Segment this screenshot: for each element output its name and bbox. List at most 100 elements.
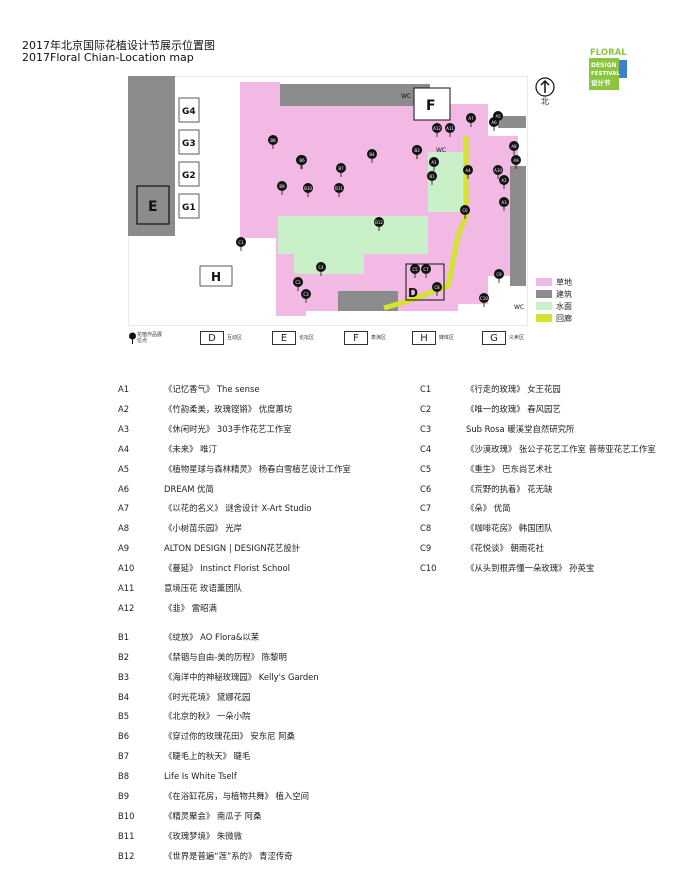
pin-c9: C9 bbox=[494, 269, 504, 283]
exhibitor-code: C2 bbox=[420, 403, 432, 414]
pin-label: A7 bbox=[468, 116, 474, 121]
pin-label: C10 bbox=[480, 296, 488, 301]
exhibitor-code: B1 bbox=[118, 631, 130, 642]
exhibitor-code: B8 bbox=[118, 771, 130, 782]
exhibitor-desc: ALTON DESIGN | DESIGN花艺設計 bbox=[164, 543, 301, 554]
zone-wc-label: WC bbox=[514, 304, 524, 311]
exhibitor-desc: 《未来》 唯汀 bbox=[164, 443, 217, 454]
exhibitor-code: A2 bbox=[118, 403, 130, 414]
legend-pin: 花植作品展位点 bbox=[128, 330, 165, 346]
exhibitor-row: B4《时光花境》 黛娜花园 bbox=[118, 691, 418, 703]
exhibitor-desc: 《休闲时光》 303手作花艺工作室 bbox=[164, 423, 292, 434]
exhibitor-desc: 意境压花 玫语薰团队 bbox=[164, 583, 243, 593]
pin-label: C7 bbox=[423, 267, 429, 272]
pin-label: C8 bbox=[434, 285, 440, 290]
exhibitor-row: C9 《花悦谈》 朝雨花社 bbox=[420, 542, 690, 554]
pin-label: B8 bbox=[270, 138, 276, 143]
exhibitor-row: C7 《朵》 优简 bbox=[420, 502, 690, 514]
pin-label: C5 bbox=[412, 267, 418, 272]
exhibitor-code: C9 bbox=[420, 543, 432, 554]
exhibitor-row: A4《未来》 唯汀 bbox=[118, 443, 418, 455]
exhibitor-desc: 《植物星球与森林精灵》 杨春白雪植艺设计工作室 bbox=[164, 463, 351, 474]
exhibitor-code: A12 bbox=[118, 602, 135, 613]
exhibitor-code: B2 bbox=[118, 651, 130, 662]
pin-c8: C8 bbox=[432, 282, 442, 296]
exhibitor-code: C6 bbox=[420, 483, 432, 494]
exhibitor-code: B12 bbox=[118, 850, 135, 861]
exhibitor-desc: 《竹韵柔美，玫瑰铿锵》 优度蕙坊 bbox=[164, 403, 293, 414]
exhibitor-row: A10《蔓延》 Instinct Florist School bbox=[118, 562, 418, 574]
exhibitor-row: A1《记忆香气》 The sense bbox=[118, 383, 418, 395]
exhibitor-code: C5 bbox=[420, 463, 432, 474]
exhibitor-code: B11 bbox=[118, 830, 135, 841]
exhibitor-row: B6 《穿过你的玫瑰花田》 安东尼 阿桑 bbox=[118, 730, 418, 742]
exhibitor-desc: 《穿过你的玫瑰花田》 安东尼 阿桑 bbox=[164, 731, 295, 742]
zone-h-label: H bbox=[211, 270, 221, 284]
exhibitor-code: A8 bbox=[118, 523, 130, 534]
zone-wc-label: WC bbox=[436, 147, 446, 154]
exhibitor-code: A9 bbox=[118, 543, 130, 554]
logo-line-3: FESTIVAL bbox=[591, 71, 620, 77]
pin-a3: A3 bbox=[499, 197, 509, 211]
exhibitor-desc: 《精灵聚会》 南瓜子 阿桑 bbox=[164, 810, 262, 821]
exhibitor-desc: Life Is White Tself bbox=[164, 771, 237, 782]
logo-line-2: DESIGN bbox=[591, 62, 617, 69]
pin-label: B12 bbox=[375, 220, 383, 225]
exhibitor-desc: 《朵》 优简 bbox=[466, 503, 511, 514]
exhibitor-code: C8 bbox=[420, 523, 432, 534]
pin-b6: B6 bbox=[297, 155, 307, 169]
pin-label: A3 bbox=[501, 200, 507, 205]
pin-label: A8 bbox=[511, 144, 517, 149]
pin-label: A2 bbox=[501, 178, 507, 183]
exhibitor-code: B5 bbox=[118, 711, 130, 722]
exhibitor-desc: 《从头到根弄懂一朵玫瑰》 孙英宝 bbox=[466, 563, 595, 574]
pin-label: B7 bbox=[338, 166, 344, 171]
exhibitor-code: B6 bbox=[118, 731, 130, 742]
exhibitor-desc: 《玫瑰梦境》 朱微微 bbox=[164, 830, 243, 841]
exhibitor-desc: 《沙漠玫瑰》 张公子花艺工作室 普蒂亚花艺工作室 bbox=[466, 443, 656, 454]
exhibitor-desc: 《花悦谈》 朝雨花社 bbox=[466, 543, 545, 554]
pin-label: A6 bbox=[491, 120, 497, 125]
pin-label: C1 bbox=[238, 240, 244, 245]
pin-label: B6 bbox=[299, 158, 305, 163]
title-cn: 2017年北京国际花植设计节展示位置图 bbox=[22, 39, 215, 52]
pin-c10: C10 bbox=[479, 293, 489, 307]
legend-building: 建筑 bbox=[536, 288, 572, 300]
pin-label: B1 bbox=[429, 174, 435, 179]
exhibitor-row: C2《唯一的玫瑰》 春风园艺 bbox=[420, 403, 690, 415]
exhibitor-desc: 《以花的名义》 谜舍设计 X-Art Studio bbox=[164, 503, 312, 514]
exhibitor-code: A6 bbox=[118, 483, 130, 494]
exhibitor-code: B9 bbox=[118, 791, 130, 801]
pin-b9: B9 bbox=[277, 181, 287, 195]
zone-d-label: D bbox=[408, 286, 418, 300]
pin-b4: B4 bbox=[367, 149, 377, 163]
zone-g1-label: G1 bbox=[182, 203, 196, 213]
exhibitor-code: B4 bbox=[118, 691, 130, 702]
pin-c2: C2 bbox=[293, 277, 303, 291]
exhibitor-code: A1 bbox=[118, 384, 130, 394]
pin-a10: A10 bbox=[493, 165, 503, 179]
pin-label: A5 bbox=[495, 114, 501, 119]
exhibitor-desc: 《北京的秋》 一朵小院 bbox=[164, 711, 251, 722]
exhibitor-desc: 《禁锢与自由-美的历程》 陈黎明 bbox=[164, 651, 287, 662]
exhibitor-desc: 《蔓延》 Instinct Florist School bbox=[164, 563, 290, 574]
north-arrow: 北 bbox=[534, 76, 556, 110]
pin-c6: C6 bbox=[460, 205, 470, 219]
pin-b12: B12 bbox=[374, 217, 384, 231]
page-title: 2017年北京国际花植设计节展示位置图 2017Floral Chian-Loc… bbox=[22, 40, 215, 64]
exhibitor-desc: 《行走的玫瑰》 女王花园 bbox=[466, 384, 561, 394]
pin-label: B10 bbox=[304, 186, 312, 191]
exhibitor-code: C7 bbox=[420, 503, 432, 514]
pin-label: A12 bbox=[433, 126, 441, 131]
exhibitor-row: A9 ALTON DESIGN | DESIGN花艺設計 bbox=[118, 542, 418, 554]
exhibit-pins: A1A2A3A4A5A6A7A8A9A10A11A12B1B2B3B4B5B6B… bbox=[236, 111, 521, 307]
pin-b11: B11 bbox=[334, 183, 344, 197]
pin-label: B3 bbox=[414, 148, 420, 153]
